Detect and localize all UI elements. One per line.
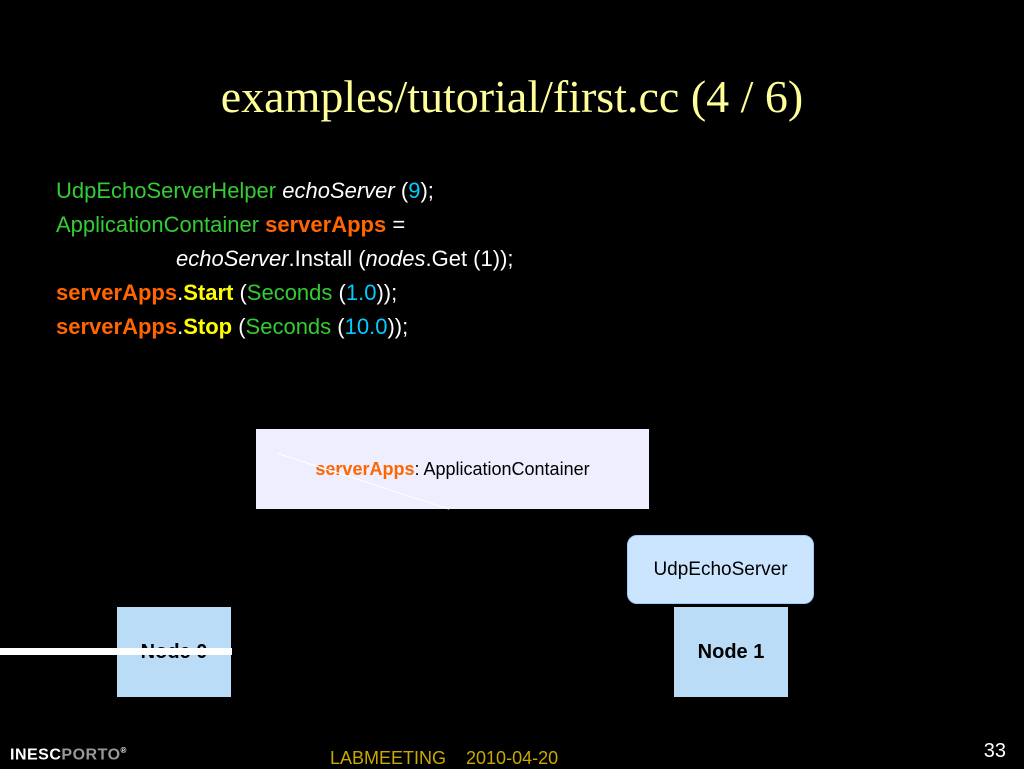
number-literal: 1.0 [345, 280, 377, 305]
variable-name: echoServer [176, 246, 289, 271]
footer-text: LABMEETING 2010-04-20 [330, 748, 559, 768]
method-call: .Install ( [288, 246, 366, 271]
container-type: : ApplicationContainer [414, 458, 590, 479]
number-literal: 9 [408, 178, 421, 203]
logo-part-1: INESC [10, 746, 62, 764]
variable-name: echoServer [282, 178, 395, 203]
punct: ( [331, 314, 345, 339]
punct: . [177, 314, 184, 339]
variable-name: serverApps [56, 314, 178, 339]
punct: ( [394, 178, 409, 203]
method-name: Stop [183, 314, 233, 339]
variable-name: nodes [365, 246, 426, 271]
method-call: .Get (1)); [425, 246, 514, 271]
slide-title: examples/tutorial/first.cc (4 / 6) [220, 71, 804, 122]
variable-name: serverApps [265, 212, 387, 237]
variable-name: serverApps [56, 280, 178, 305]
punct: ( [332, 280, 346, 305]
code-line-2: ApplicationContainer serverApps = [56, 208, 514, 242]
page-number: 33 [983, 740, 1006, 762]
node-1-box: Node 1 [674, 607, 788, 697]
punct: = [386, 212, 406, 237]
function-name: Seconds [245, 314, 332, 339]
channel-line [0, 648, 232, 655]
udp-echo-server-box: UdpEchoServer [627, 535, 814, 604]
method-name: Start [183, 280, 234, 305]
punct: )); [387, 314, 409, 339]
punct: ( [233, 280, 247, 305]
logo-part-2: PORTO [61, 746, 121, 764]
punct: ( [232, 314, 246, 339]
punct: )); [376, 280, 398, 305]
number-literal: 10.0 [344, 314, 388, 339]
code-line-5: serverApps.Stop (Seconds (10.0)); [56, 310, 514, 344]
code-block: UdpEchoServerHelper echoServer (9); Appl… [56, 174, 514, 344]
application-container-box: serverApps: ApplicationContainer [256, 429, 649, 509]
class-name: UdpEchoServerHelper [56, 178, 283, 203]
function-name: Seconds [246, 280, 333, 305]
punct: ); [420, 178, 434, 203]
code-line-1: UdpEchoServerHelper echoServer (9); [56, 174, 514, 208]
class-name: ApplicationContainer [56, 212, 266, 237]
inesc-porto-logo: INESCPORTO® [10, 746, 127, 764]
punct: . [177, 280, 184, 305]
code-line-4: serverApps.Start (Seconds (1.0)); [56, 276, 514, 310]
code-line-3: echoServer.Install (nodes.Get (1)); [56, 242, 514, 276]
registered-mark: ® [120, 746, 127, 755]
